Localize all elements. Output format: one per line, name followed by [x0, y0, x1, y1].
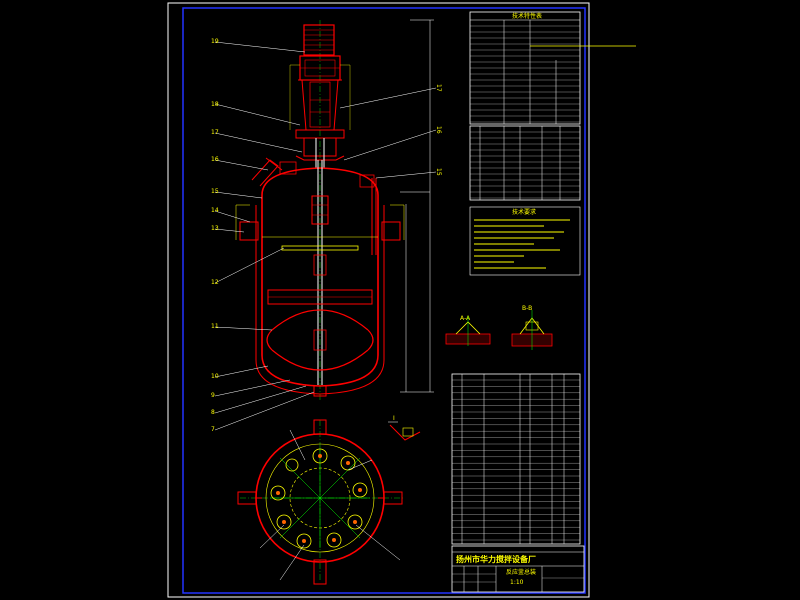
bottom-outlet [313, 385, 327, 397]
inlet-nozzle [251, 157, 297, 187]
sheet-outer-frame [167, 2, 590, 598]
shell-circle [265, 443, 375, 553]
upper-impeller [281, 245, 359, 251]
weld-detail-B: B-B [511, 305, 553, 350]
callout-r17: 17 [435, 84, 442, 92]
callout-numbers-left: 19 18 17 16 15 14 13 12 11 10 9 8 7 [211, 38, 219, 433]
lug-bottom [313, 559, 327, 585]
sheet-inner-border [182, 7, 586, 594]
support-lug-right [381, 221, 401, 241]
callout-r15: 15 [435, 168, 442, 176]
callout-19: 19 [211, 38, 219, 45]
reactor-plan-view [237, 419, 405, 585]
callout-16: 16 [211, 156, 219, 163]
anchor-impeller-lower-blade [271, 349, 369, 371]
callout-14: 14 [211, 207, 219, 214]
callout-15: 15 [211, 188, 219, 195]
support-lug-left [239, 221, 259, 241]
title-sheet: 1:10 [510, 579, 524, 586]
detail-view-I: I [388, 415, 421, 441]
spec-table-title: 技术特性表 [512, 12, 542, 20]
section-label-a: A-A [460, 315, 471, 322]
callout-13: 13 [211, 225, 219, 232]
upper-head [261, 167, 379, 196]
lug-top [313, 419, 327, 435]
title-block: 扬州市华力搅拌设备厂 反应釜总装 1:10 [451, 545, 585, 593]
callout-12: 12 [211, 279, 219, 286]
section-label-b: B-B [522, 305, 532, 312]
technical-requirements: 技术要求 [469, 206, 581, 276]
parts-list-table [451, 373, 581, 545]
callout-leaders-left [214, 41, 315, 431]
callout-leaders-right [339, 87, 437, 179]
callout-17: 17 [211, 129, 219, 136]
weld-detail-A: A-A [445, 315, 491, 346]
callout-r16: 16 [435, 126, 442, 134]
callout-9: 9 [211, 392, 215, 399]
technical-spec-table: 技术特性表 [469, 11, 636, 125]
title-company: 扬州市华力搅拌设备厂 [456, 554, 536, 564]
callout-10: 10 [211, 373, 219, 380]
reactor-elevation-view [235, 19, 434, 400]
callout-8: 8 [211, 409, 215, 416]
requirements-title: 技术要求 [512, 208, 536, 216]
nozzle-table [469, 125, 581, 201]
anchor-impeller-upper-blade [271, 309, 369, 331]
callout-numbers-right: 17 16 15 [435, 84, 442, 176]
detail-label: I [393, 415, 395, 422]
callout-7: 7 [211, 426, 215, 433]
callout-18: 18 [211, 101, 219, 108]
title-drawing-name: 反应釜总装 [506, 568, 536, 576]
callout-11: 11 [211, 323, 219, 330]
